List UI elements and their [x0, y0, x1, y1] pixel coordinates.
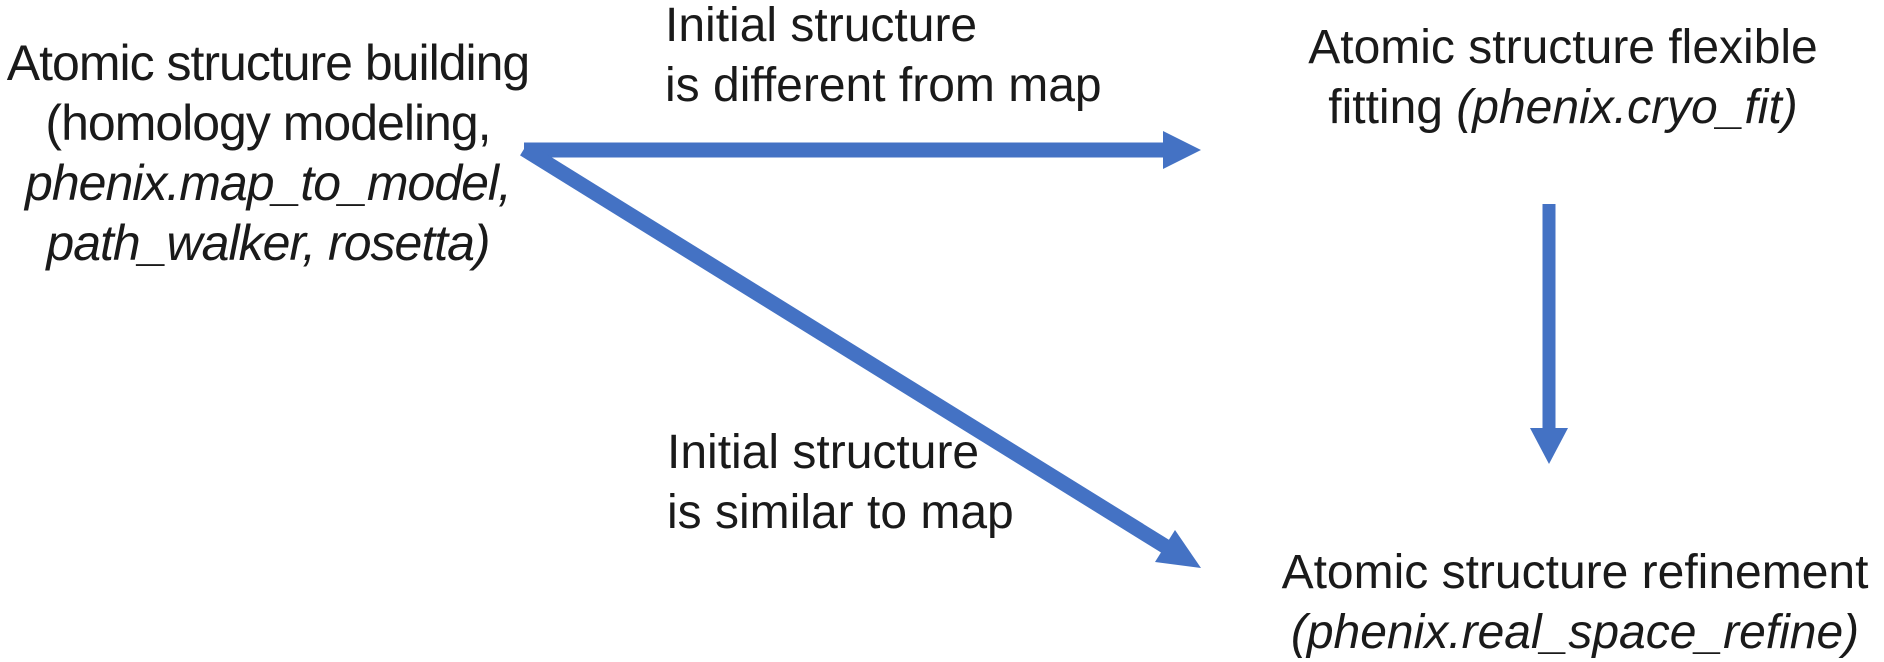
flexible-line-1: Atomic structure flexible: [1308, 21, 1818, 74]
building-line-2: (homology modeling,: [45, 95, 491, 151]
edge-label-different-from-map: Initial structure is different from map: [665, 0, 1102, 116]
similar-label-line-2: is similar to map: [667, 486, 1014, 539]
arrow-building-to-refinement-head-icon: [1155, 530, 1201, 568]
arrow-building-to-refinement-shaft: [520, 142, 1172, 555]
node-atomic-structure-refinement: Atomic structure refinement (phenix.real…: [1265, 543, 1884, 662]
node-atomic-structure-flexible-fitting: Atomic structure flexible fitting (pheni…: [1253, 18, 1873, 138]
arrow-building-to-fitting-head-icon: [1163, 131, 1201, 169]
building-line-1: Atomic structure building: [6, 35, 530, 91]
flexible-line-2-program: (phenix.cryo_fit): [1456, 81, 1798, 134]
arrow-fitting-to-refinement: [1530, 204, 1568, 464]
flexible-line-2: fitting (phenix.cryo_fit): [1253, 78, 1873, 138]
building-line-4: path_walker, rosetta): [46, 215, 490, 271]
flexible-line-2-prefix: fitting: [1328, 81, 1457, 134]
arrow-building-to-refinement: [520, 142, 1201, 568]
refinement-line-2-program: (phenix.real_space_refine): [1290, 606, 1860, 659]
building-line-3: phenix.map_to_model,: [25, 155, 512, 211]
different-label-line-2: is different from map: [665, 59, 1102, 112]
arrow-fitting-to-refinement-head-icon: [1530, 428, 1568, 464]
node-atomic-structure-building: Atomic structure building (homology mode…: [0, 33, 548, 273]
similar-label-line-1: Initial structure: [667, 426, 980, 479]
different-label-line-1: Initial structure: [665, 0, 978, 52]
refinement-line-1: Atomic structure refinement: [1281, 546, 1869, 599]
arrow-building-to-fitting: [524, 131, 1201, 169]
edge-label-similar-to-map: Initial structure is similar to map: [667, 423, 1014, 543]
